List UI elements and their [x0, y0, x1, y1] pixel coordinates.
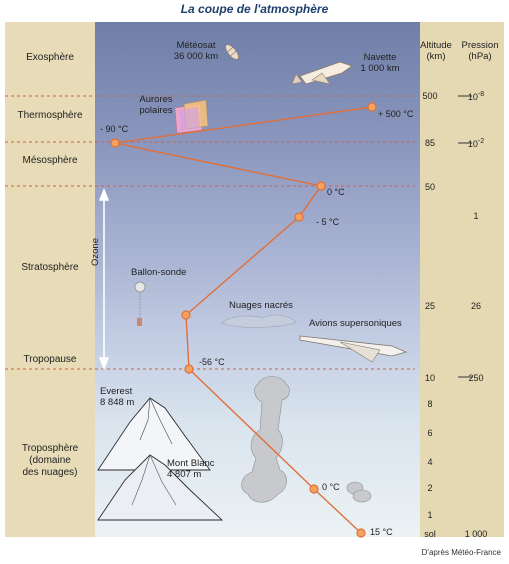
nacreous-cloud-icon [221, 314, 297, 328]
pressure-1: 1 [473, 211, 479, 221]
pressure-26: 26 [470, 301, 481, 311]
layer-troposphere-line2: (domaine [29, 455, 71, 466]
source-note: D'après Météo-France [421, 548, 501, 557]
storm-cloud-icon [241, 376, 372, 503]
altitude-header: Altitude(km) [420, 40, 452, 62]
altitude-500: 500 [422, 91, 438, 101]
layer-exosphere: Exosphère [26, 52, 74, 63]
balloon-label: Ballon-sonde [131, 267, 187, 278]
pressure-1000: 1 000 [464, 529, 488, 539]
altitude-50: 50 [424, 182, 435, 192]
altitude-10: 10 [424, 373, 435, 383]
shuttle-icon [291, 61, 353, 85]
temperature-point [316, 181, 326, 191]
altitude-1: 1 [427, 510, 433, 520]
altitude-6: 6 [427, 428, 433, 438]
temperature-curve [114, 106, 373, 534]
layer-stratosphere: Stratosphère [21, 262, 79, 273]
temp-label-strat: - 5 °C [316, 217, 340, 227]
scale-column [420, 22, 504, 537]
layer-tropopause: Tropopause [23, 354, 77, 365]
ozone-arrow [98, 187, 110, 371]
layer-column [5, 22, 95, 537]
altitude-sol: sol [424, 529, 436, 539]
temp-label-2: 0 °C [322, 482, 340, 492]
layer-thermosphere: Thermosphère [17, 110, 83, 121]
altitude-25: 25 [424, 301, 435, 311]
layer-troposphere: Troposphère [21, 443, 79, 454]
temperature-point [184, 364, 194, 374]
temperature-point [181, 310, 191, 320]
temp-label-50: 0 °C [327, 187, 345, 197]
balloon-icon [134, 281, 146, 326]
temperature-point [367, 102, 377, 112]
altitude-4: 4 [427, 457, 433, 467]
altitude-85: 85 [424, 138, 435, 148]
temperature-point [356, 528, 366, 538]
temperature-point [294, 212, 304, 222]
altitude-2: 2 [427, 483, 433, 493]
boundary-lines [5, 95, 415, 370]
ozone-label: Ozone [90, 238, 101, 266]
temp-label-thermo: - 90 °C [100, 124, 129, 134]
temperature-point [110, 138, 120, 148]
pressure-500km: 10-8 [467, 91, 485, 102]
supersonic-label: Avions supersoniques [309, 318, 402, 329]
pressure-85km: 10-2 [467, 138, 485, 149]
altitude-8: 8 [427, 399, 433, 409]
layer-mesosphere: Mésosphère [22, 155, 78, 166]
pressure-header: Pression(hPa) [461, 40, 499, 62]
pressure-250: 250 [468, 373, 484, 383]
supersonic-plane-icon [299, 335, 408, 363]
temp-label-10: -56 °C [199, 357, 225, 367]
temperature-points [110, 102, 377, 538]
diagram-title: La coupe de l'atmosphère [180, 2, 329, 16]
temp-label-sol: 15 °C [370, 527, 393, 537]
temperature-point [309, 484, 319, 494]
mountains-icon [97, 397, 224, 521]
temp-label-500: + 500 °C [378, 109, 414, 119]
nacreous-cloud-label: Nuages nacrés [229, 300, 293, 311]
pressure-tick-marks [458, 95, 472, 378]
meteosat-icon [225, 44, 239, 60]
aurora-icon [174, 99, 209, 134]
layer-troposphere-line3: des nuages) [22, 467, 78, 478]
